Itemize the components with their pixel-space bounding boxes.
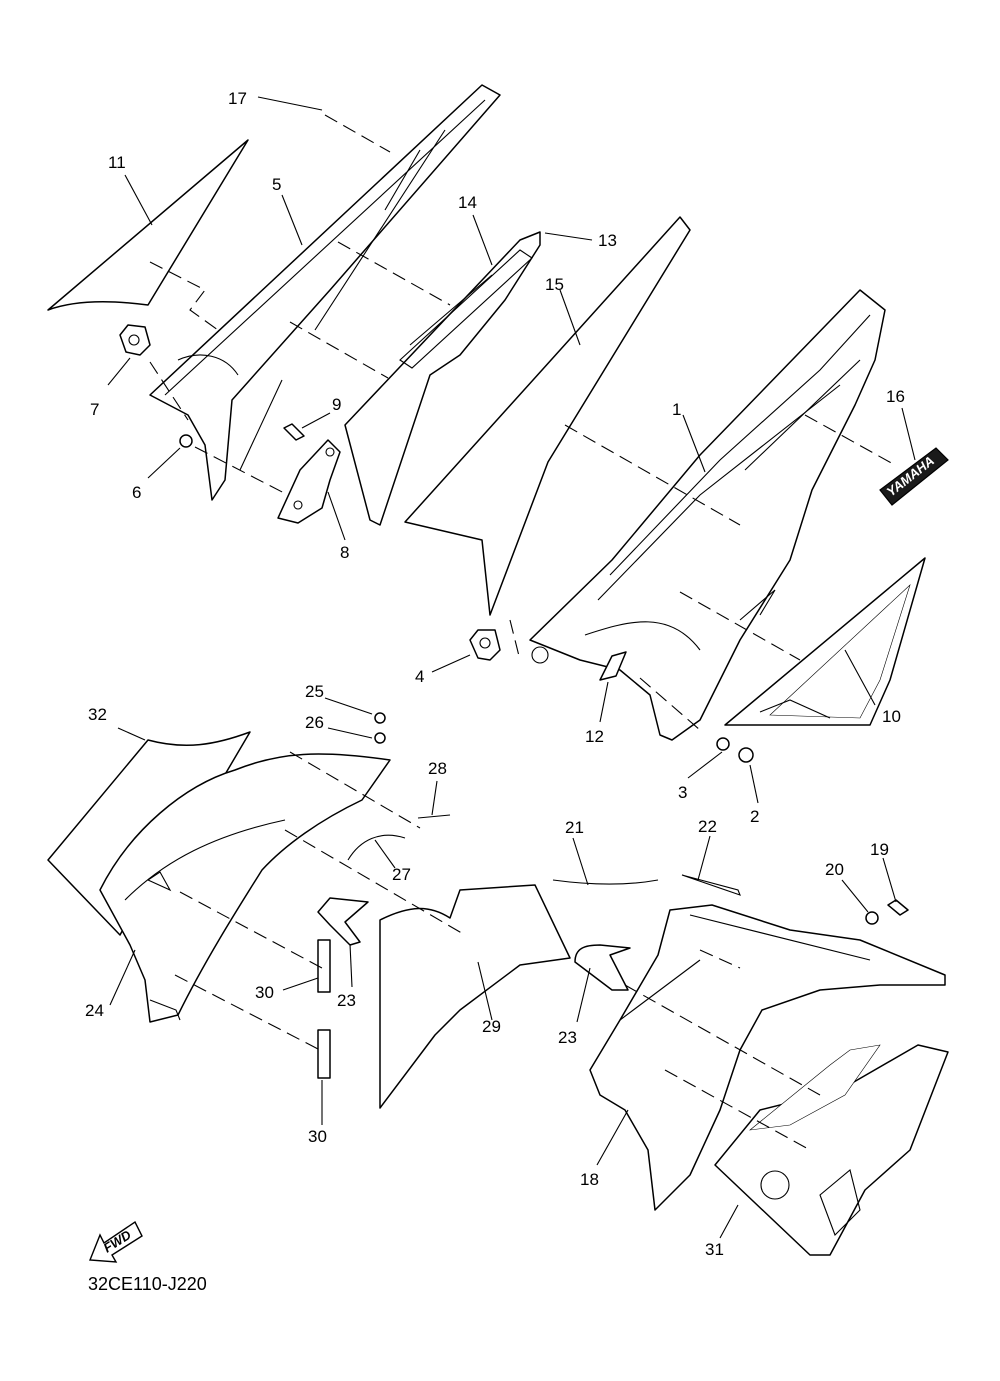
callout-21: 21 [565,818,584,837]
part-23-clip-right [574,944,631,991]
part-23-clip-left [317,897,369,946]
callout-2: 2 [750,807,759,826]
part-7-grommet [119,324,151,356]
part-3-washer [716,737,730,751]
part-5-upper-cover [149,84,501,501]
part-9-bolt [283,423,305,441]
part-15-inner-panel [404,216,691,616]
callout-6: 6 [132,483,141,502]
fwd-arrow-icon: FWD [88,1220,143,1263]
callout-10: 10 [882,707,901,726]
callout-7: 7 [90,400,99,419]
part-29-inner-panel [379,884,571,1109]
callout-27: 27 [392,865,411,884]
part-30-patch-lower [317,1029,331,1079]
callout-12: 12 [585,727,604,746]
drawing-code: 32CE110-J220 [88,1274,207,1294]
part-25-bolt [374,712,386,724]
part-18-lower-right-cover [589,904,946,1211]
callout-19: 19 [870,840,889,859]
callout-29: 29 [482,1017,501,1036]
part-24-side-bracket [99,753,391,1023]
callout-28: 28 [428,759,447,778]
callout-25: 25 [305,682,324,701]
part-11-side-panel [47,139,249,311]
part-20-nut [865,911,879,925]
part-12-clip [599,651,627,681]
part-28-strip [417,814,451,819]
callout-1: 1 [672,400,681,419]
part-10-patterned-decal [724,557,926,726]
part-1-main-side-cover [529,289,886,741]
part-30-patch-upper [317,939,331,993]
part-13-14-front-panel [344,231,541,526]
yamaha-logo-text: YAMAHA [884,453,937,499]
callout-14: 14 [458,193,477,212]
callout-32: 32 [88,705,107,724]
callout-30b: 30 [308,1127,327,1146]
callout-4: 4 [415,667,424,686]
callout-16: 16 [886,387,905,406]
callout-numbers: 1 2 3 4 5 6 7 8 9 10 11 12 13 14 15 16 1… [85,89,905,1259]
part-4-grommet [469,629,501,661]
part-27-strip [347,834,406,861]
callout-13: 13 [598,231,617,250]
part-21-strip [552,879,659,885]
callout-24: 24 [85,1001,104,1020]
callout-5: 5 [272,175,281,194]
callout-23a: 23 [337,991,356,1010]
callout-20: 20 [825,860,844,879]
callout-11: 11 [108,153,126,172]
part-6-nut [179,434,193,448]
callout-18: 18 [580,1170,599,1189]
callout-17: 17 [228,89,247,108]
callout-15: 15 [545,275,564,294]
callout-9: 9 [332,395,341,414]
part-8-bracket [277,439,341,524]
leader-lines [107,96,916,1239]
callout-26: 26 [305,713,324,732]
callout-30a: 30 [255,983,274,1002]
callout-22: 22 [698,817,717,836]
assembly-lines [149,114,896,1151]
callout-8: 8 [340,543,349,562]
part-26-washer [374,732,386,744]
callout-31: 31 [705,1240,724,1259]
part-22-strip [681,874,741,896]
callout-23b: 23 [558,1028,577,1047]
callout-3: 3 [678,783,687,802]
part-2-screw [738,747,754,763]
part-19-bolt [887,899,909,916]
part-31-decal [714,1044,949,1256]
